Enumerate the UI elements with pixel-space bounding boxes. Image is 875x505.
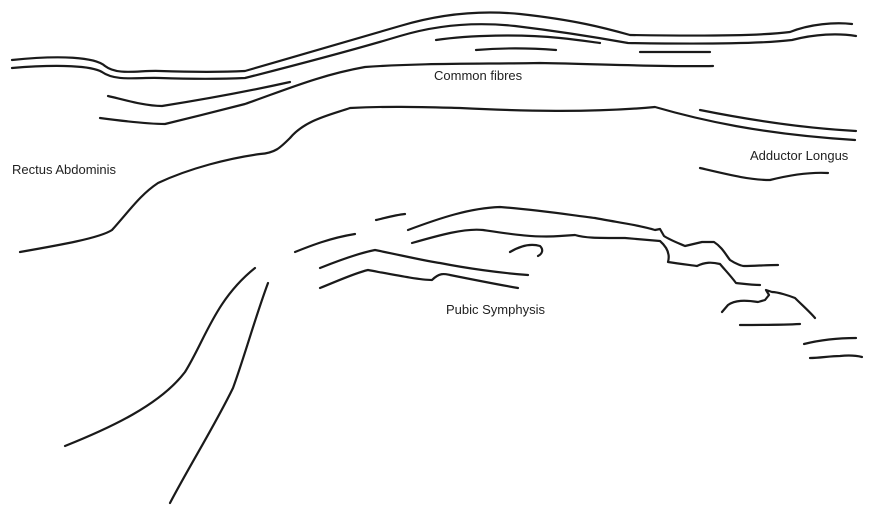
fibre-line-top-3 (436, 36, 600, 43)
label-common-fibres: Common fibres (434, 68, 523, 83)
rectus-abdominis-outline (20, 107, 856, 252)
fibre-line-top-4 (476, 49, 556, 51)
symphysis-arc-2 (412, 230, 760, 285)
lower-right-line (170, 283, 268, 503)
rectus-abdominis-line (20, 107, 855, 252)
symphysis-line-6 (804, 338, 856, 344)
label-rectus-abdominis: Rectus Abdominis (12, 162, 117, 177)
symphysis-small-hook (510, 245, 542, 256)
symphysis-dash-1 (376, 214, 405, 220)
label-adductor-longus: Adductor Longus (750, 148, 849, 163)
fibre-line-top-1 (12, 13, 852, 72)
pubic-symphysis-lines (295, 207, 862, 358)
lower-muscle-lines (65, 268, 268, 503)
symphysis-arc-1 (408, 207, 778, 266)
symphysis-jagged-1 (722, 290, 815, 318)
symphysis-line-4 (320, 270, 518, 288)
adductor-lower-line (700, 168, 828, 180)
symphysis-line-7 (810, 356, 862, 358)
symphysis-dash-2 (295, 234, 355, 252)
label-pubic-symphysis: Pubic Symphysis (446, 302, 545, 317)
lower-left-line (65, 268, 255, 446)
fibre-line-mid-1 (108, 82, 290, 106)
symphysis-line-5 (740, 324, 800, 325)
symphysis-line-3 (320, 250, 528, 275)
adductor-upper-line (700, 110, 856, 131)
